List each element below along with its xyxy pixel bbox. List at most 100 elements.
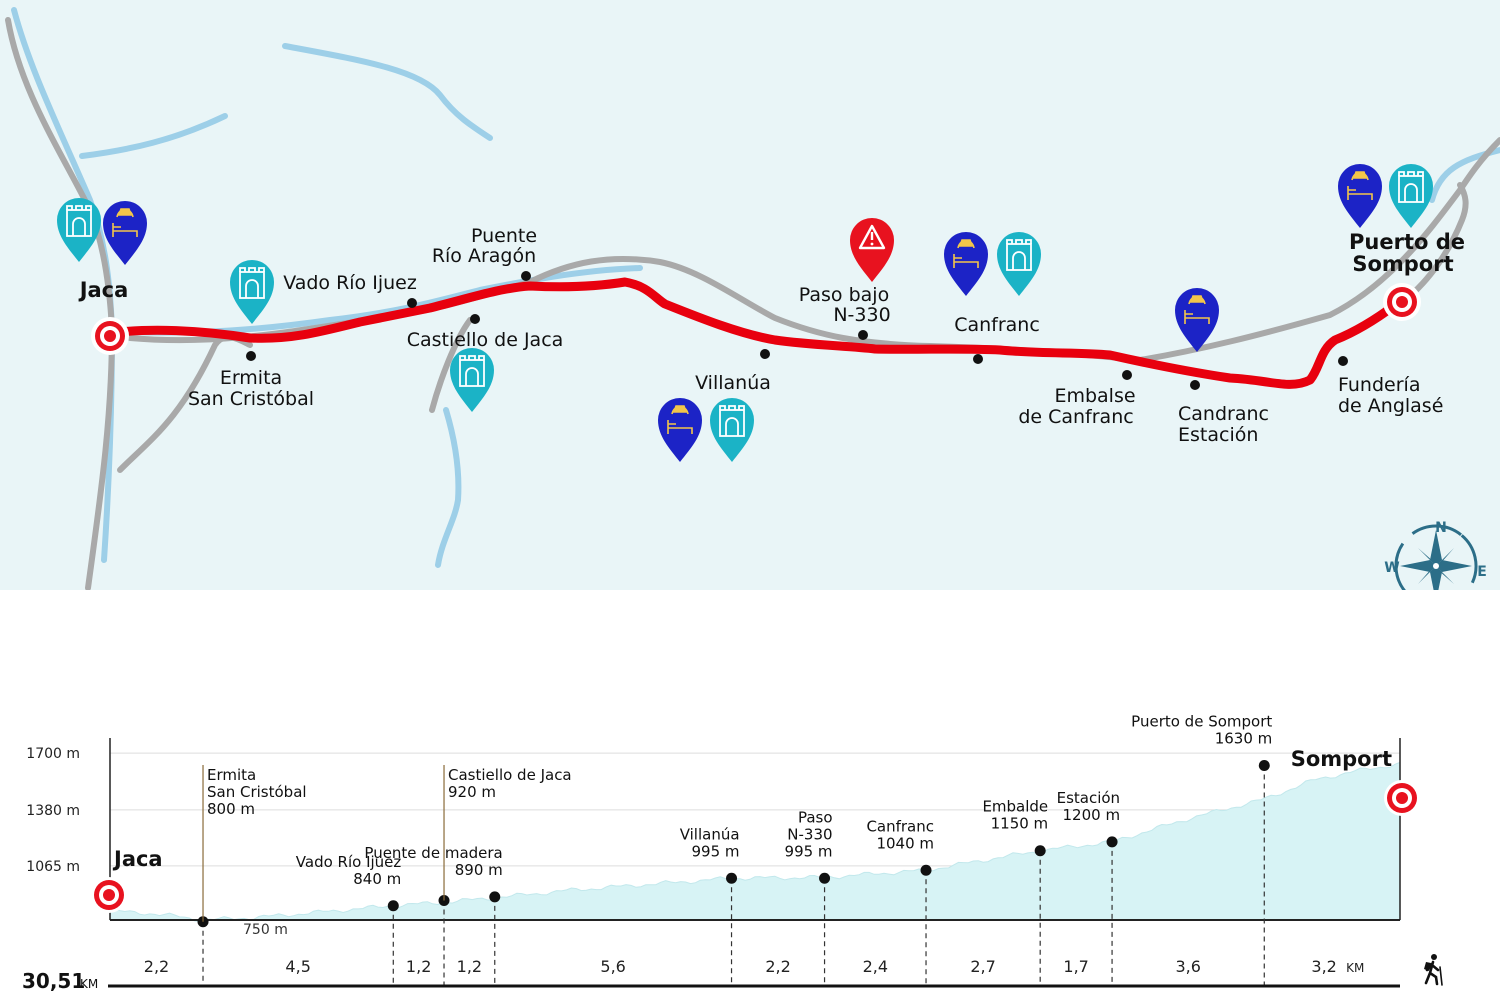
profile-end-label: Somport [1291, 747, 1392, 771]
compass-e: E [1477, 564, 1487, 580]
label-puente: Puente [471, 225, 537, 247]
waypoint-altitude: 1630 m [1215, 730, 1273, 748]
profile-y-ticks: 1065 m 1380 m 1700 m [26, 746, 80, 875]
waypoint-name: Estación [1057, 789, 1120, 807]
waypoint-altitude: 890 m [455, 861, 503, 879]
dot-embalse [1122, 370, 1132, 380]
label-vado: Vado Río Ijuez [283, 272, 417, 294]
dot-canfranc [973, 354, 983, 364]
waypoint-name: Canfranc [866, 817, 934, 835]
waypoint-dots [246, 271, 1348, 390]
road-castiello [429, 317, 473, 413]
road-somport [1402, 182, 1469, 303]
label-embalse-2: de Canfranc [1018, 406, 1133, 428]
label-paso: Paso bajo [799, 284, 889, 306]
total-distance-unit: KM [80, 977, 98, 991]
y-tick-label: 1700 m [26, 746, 80, 762]
dot-ermita [246, 351, 256, 361]
segment-distance: 2,2 [144, 957, 169, 976]
river-ijuez [282, 43, 493, 141]
waypoint-altitude: 920 m [448, 783, 496, 801]
label-candranc-2: Estación [1178, 424, 1258, 446]
waypoint-name: San Cristóbal [207, 783, 307, 801]
dot-vado [407, 298, 417, 308]
label-candranc: Candranc [1178, 403, 1269, 425]
segment-distance: 5,6 [600, 957, 625, 976]
profile-segments: 2,2 4,5 1,2 1,2 5,6 2,2 2,4 2,7 1,7 3,6 3,2 KM [144, 957, 1365, 976]
label-ermita-2: San Cristóbal [188, 388, 314, 410]
route-line [105, 277, 1400, 389]
road-south [85, 327, 115, 590]
waypoint-altitude: 840 m [353, 870, 401, 888]
compass-w: W [1384, 560, 1399, 576]
river-castiello [435, 407, 462, 568]
waypoint-altitude: 1150 m [991, 815, 1049, 833]
waypoint-altitude: 995 m [692, 842, 740, 860]
label-canfranc: Canfranc [954, 314, 1040, 336]
label-paso-2: N-330 [833, 304, 890, 326]
waypoint-name: N-330 [787, 825, 832, 843]
segment-distance: 2,2 [765, 957, 790, 976]
waypoint-altitude: 800 m [207, 800, 255, 818]
total-distance: 30,51 [22, 969, 85, 993]
label-castiello: Castiello de Jaca [407, 329, 564, 351]
waypoint-name: Puente de madera [364, 844, 502, 862]
waypoint-dot [1106, 836, 1118, 848]
waypoint-altitude: 1040 m [876, 834, 934, 852]
waypoint-name: Embalde [982, 798, 1048, 816]
town-label-somport-2: Somport [1352, 252, 1453, 276]
dot-funderia [1338, 356, 1348, 366]
town-label-somport: Puerto de [1349, 230, 1465, 254]
segment-distance: 1,7 [1063, 957, 1088, 976]
waypoint-name: Villanúa [680, 825, 740, 843]
dot-candranc [1190, 380, 1200, 390]
waypoint-name: Puerto de Somport [1131, 713, 1272, 731]
label-villanua: Villanúa [695, 372, 771, 394]
dot-puente [521, 271, 531, 281]
map-background [0, 0, 1500, 590]
waypoint-name: Castiello de Jaca [448, 766, 572, 784]
segment-distance: 2,7 [970, 957, 995, 976]
segment-distance-unit: KM [1346, 961, 1364, 975]
waypoint-name: Ermita [207, 766, 256, 784]
waypoint-dot [489, 891, 501, 903]
segment-distance: 3,2 [1311, 957, 1336, 976]
profile-start-target [91, 877, 127, 913]
end-target [1383, 283, 1421, 321]
waypoint-altitude: 995 m [785, 842, 833, 860]
dot-villanua [760, 349, 770, 359]
segment-distance: 1,2 [457, 957, 482, 976]
profile-area [109, 761, 1401, 923]
waypoint-dot [1258, 760, 1270, 772]
profile-start-label: Jaca [112, 847, 163, 871]
y-tick-label: 1065 m [26, 859, 80, 875]
segment-distance: 3,6 [1175, 957, 1200, 976]
waypoint-dot [920, 864, 932, 876]
dot-castiello [470, 314, 480, 324]
waypoint-dot [726, 872, 738, 884]
label-embalse: Embalse [1054, 385, 1135, 407]
segment-distance: 1,2 [406, 957, 431, 976]
hiker-icon [1424, 954, 1443, 986]
segment-distance: 4,5 [285, 957, 310, 976]
compass-rose-icon: N S E W [1384, 520, 1487, 590]
label-puente-2: Río Aragón [432, 245, 536, 267]
segment-distance: 2,4 [863, 957, 888, 976]
waypoint-dot [1034, 845, 1046, 857]
y-tick-label: 1380 m [26, 803, 80, 819]
compass-n: N [1435, 520, 1447, 536]
label-funderia-2: de Anglasé [1338, 395, 1443, 417]
route-map: Jaca Puerto de Somport Ermita San Cristó… [0, 0, 1500, 590]
waypoint-low-altitude: 750 m [243, 922, 288, 938]
waypoint-altitude: 1200 m [1063, 806, 1121, 824]
waypoint-dot [819, 872, 831, 884]
label-funderia: Fundería [1338, 374, 1420, 396]
profile-end-target [1384, 780, 1420, 816]
start-target [91, 317, 129, 355]
label-ermita: Ermita [220, 367, 282, 389]
waypoint-dot [387, 900, 399, 912]
town-label-jaca: Jaca [78, 278, 129, 302]
